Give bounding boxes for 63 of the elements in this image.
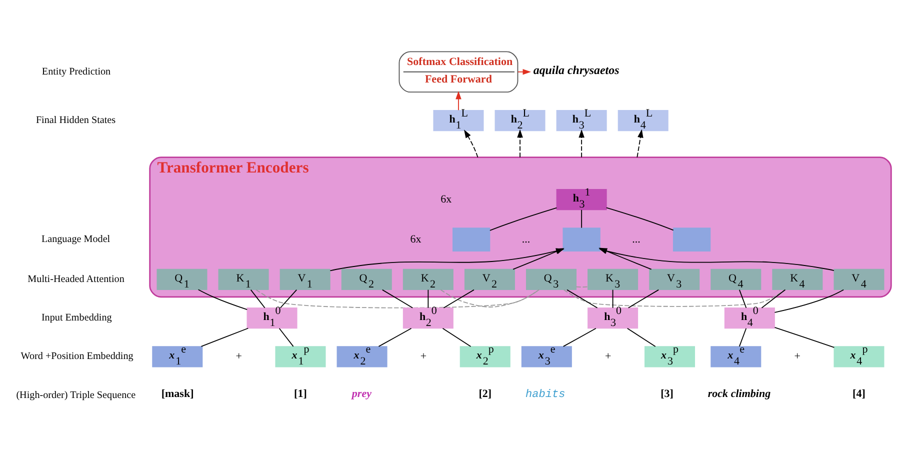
connector [566,288,598,308]
connector [606,206,674,230]
connector [581,208,582,228]
node-box [452,227,490,251]
label: habits [526,388,566,401]
arrow [464,129,478,158]
connector [443,288,474,308]
connector [200,327,249,346]
label: [1] [294,388,307,400]
connector [442,327,472,346]
label: Language Model [41,234,110,245]
label: Word +Position Embedding [20,350,134,362]
node-text: aquila chrysaetos [533,62,620,77]
connector [278,327,294,346]
node-box: Softmax Classification Feed Forward [398,50,518,92]
arrow [456,90,462,110]
label: Multi-Headed Attention [28,274,124,285]
label: + [794,350,800,362]
connector [428,288,429,308]
connector [626,327,656,346]
label: + [236,350,242,362]
arrow [517,128,523,158]
connector [256,288,540,308]
connector [280,288,298,308]
connector [738,327,747,346]
connector [198,288,248,310]
connector [774,288,844,312]
connector [761,288,786,308]
label: 6x [410,232,422,245]
node-box [562,227,600,251]
connector [378,327,412,346]
connector [382,288,414,308]
arrow [636,128,644,158]
label: Input Embedding [41,312,112,324]
node-box [672,227,711,251]
connector [738,288,747,308]
label: Entity Prediction [42,66,111,77]
label: prey [352,388,372,400]
arrow [518,68,532,74]
label: [mask] [161,388,194,400]
label: ... [632,232,640,245]
connector [250,288,266,308]
label: + [420,350,427,362]
arrow [578,128,584,158]
label: [2] [478,388,492,400]
connector [490,206,558,230]
label: 6x [440,192,452,205]
label: Final Hidden States [36,114,116,126]
arrow [598,248,834,270]
label: + [605,350,612,362]
label: ... [522,232,530,245]
connector [562,327,596,346]
connector [440,288,540,307]
label: rock climbing [708,388,771,400]
connector [628,288,660,308]
connector [563,288,786,306]
label: [3] [660,388,674,400]
label: [4] [852,388,866,400]
arrow [598,247,652,270]
connector [774,326,835,348]
label: (High-order) Triple Sequence [16,389,136,400]
connector [612,288,614,308]
connector [576,286,588,288]
